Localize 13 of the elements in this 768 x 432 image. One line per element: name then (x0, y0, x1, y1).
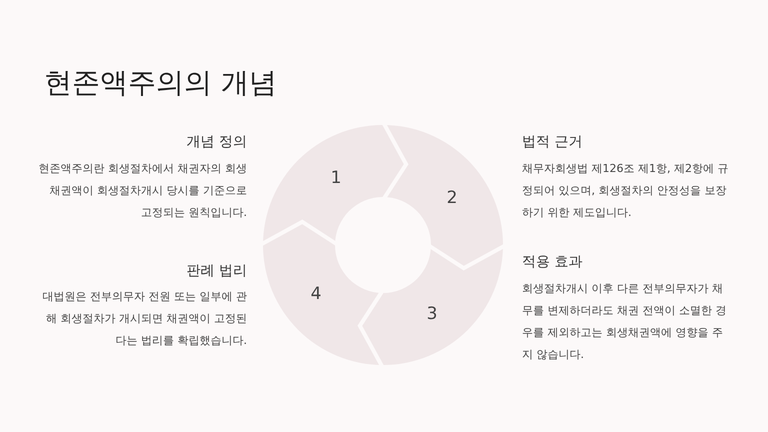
section-heading: 법적 근거 (522, 133, 582, 151)
section-text: 회생절차개시 이후 다른 전부의무자가 채무를 변제하더라도 채권 전액이 소멸한 경우를 제외하고는 회생채권액에 영향을 주지 않습니다. (522, 281, 728, 363)
step-number: 3 (426, 304, 438, 324)
step-number: 4 (310, 284, 322, 304)
section-text: 대법원은 전부의무자 전원 또는 일부에 관해 회생절차가 개시되면 채권액이 고정된다는 법리를 확립했습니다. (42, 289, 247, 349)
section-heading: 적용 효과 (522, 253, 582, 271)
step-number: 1 (330, 168, 342, 188)
section-heading: 판례 법리 (186, 262, 247, 280)
section-text: 현존액주의란 회생절차에서 채권자의 회생채권액이 회생절차개시 당시를 기준으로 고정되는 원칙입니다. (38, 161, 247, 221)
section-text: 채무자회생법 제126조 제1항, 제2항에 규정되어 있으며, 회생절차의 안정성을 보장하기 위한 제도입니다. (522, 161, 730, 221)
section-heading: 개념 정의 (186, 133, 247, 151)
title: 현존액주의의 개념 (44, 65, 277, 101)
step-number: 2 (446, 188, 458, 208)
